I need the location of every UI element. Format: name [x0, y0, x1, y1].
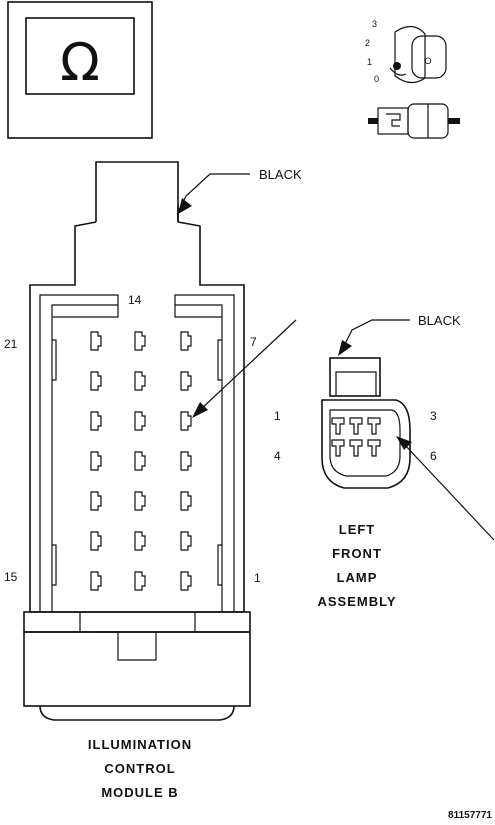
lamp-pin-grid: [331, 417, 381, 457]
module-pin-grid: [90, 331, 192, 591]
module-terminal-cavity: [180, 451, 192, 471]
module-terminal-cavity: [90, 371, 102, 391]
ignition-key-icon: 3 2 1 0 O: [365, 19, 460, 139]
module-terminal-cavity: [180, 491, 192, 511]
lamp-terminal-cavity: [349, 439, 363, 457]
module-cavity-1: 1: [254, 571, 261, 585]
module-caption-line-1: ILLUMINATION: [88, 737, 192, 752]
module-terminal-cavity: [134, 571, 146, 591]
module-terminal-cavity: [134, 331, 146, 351]
module-terminal-cavity: [90, 491, 102, 511]
module-cavity-21: 21: [4, 337, 18, 351]
module-terminal-cavity: [180, 531, 192, 551]
ohm-symbol: Ω: [60, 33, 100, 93]
module-terminal-cavity: [134, 491, 146, 511]
part-number: 81157771: [448, 810, 492, 821]
module-connector: BLACK 14 21 7 15 1: [4, 161, 302, 721]
module-terminal-cavity: [180, 571, 192, 591]
module-caption-line-3: MODULE B: [101, 785, 178, 800]
lamp-caption-line-4: ASSEMBLY: [317, 594, 396, 609]
module-cavity-15: 15: [4, 570, 18, 584]
module-cavity-7: 7: [250, 335, 257, 349]
module-cavity-14: 14: [128, 293, 142, 307]
module-caption-line-2: CONTROL: [104, 761, 175, 776]
lamp-cavity-3: 3: [430, 409, 437, 423]
ignition-position-2: 2: [365, 38, 370, 48]
module-terminal-cavity: [90, 571, 102, 591]
lamp-cavity-4: 4: [274, 449, 281, 463]
ignition-position-1: 1: [367, 57, 372, 67]
lamp-cavity-6: 6: [430, 449, 437, 463]
module-terminal-cavity: [180, 371, 192, 391]
module-terminal-cavity: [90, 531, 102, 551]
ignition-position-0: 0: [374, 74, 379, 84]
ohmmeter-icon: Ω: [7, 1, 153, 139]
module-terminal-cavity: [134, 451, 146, 471]
lamp-terminal-cavity: [331, 439, 345, 457]
ignition-key-letter: O: [424, 56, 431, 66]
lamp-color-label: BLACK: [418, 313, 461, 328]
ignition-position-3: 3: [372, 19, 377, 29]
module-terminal-cavity: [134, 411, 146, 431]
lamp-terminal-cavity: [349, 417, 363, 435]
lamp-terminal-cavity: [367, 417, 381, 435]
module-terminal-cavity: [90, 411, 102, 431]
module-terminal-cavity: [180, 331, 192, 351]
lamp-cavity-1: 1: [274, 409, 281, 423]
module-terminal-cavity: [134, 531, 146, 551]
module-color-label: BLACK: [259, 167, 302, 182]
lamp-caption-line-1: LEFT: [339, 522, 376, 537]
module-terminal-cavity: [90, 331, 102, 351]
module-terminal-cavity: [134, 371, 146, 391]
lamp-terminal-cavity: [367, 439, 381, 457]
module-terminal-cavity: [180, 411, 192, 431]
lamp-connector: BLACK 1 3 4 6: [274, 313, 495, 541]
module-terminal-cavity: [90, 451, 102, 471]
lamp-caption-line-2: FRONT: [332, 546, 382, 561]
lamp-terminal-cavity: [331, 417, 345, 435]
lamp-caption-line-3: LAMP: [337, 570, 378, 585]
